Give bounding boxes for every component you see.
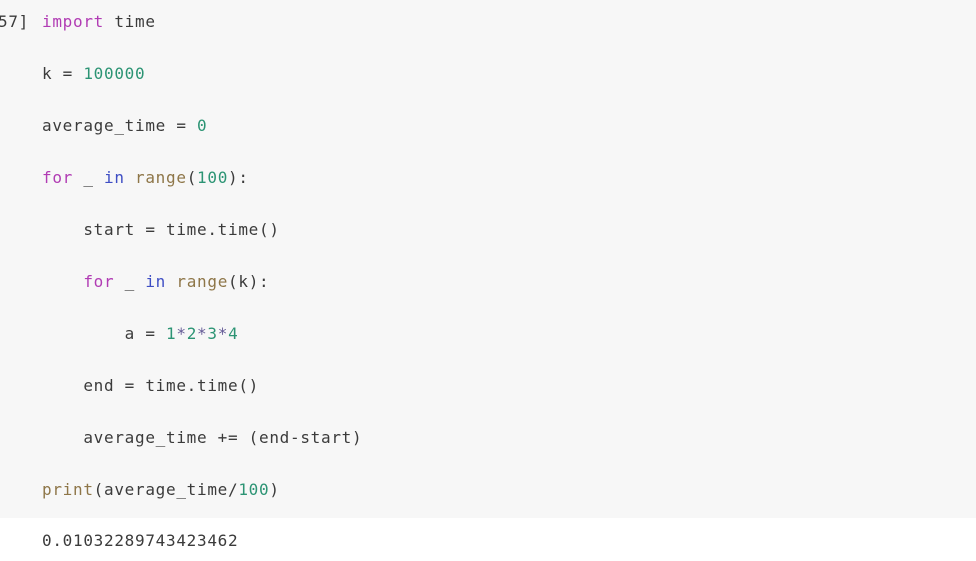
notebook-code-cell: 57] import time k = 100000 average_time …: [0, 9, 976, 503]
code-token-kw: import: [42, 12, 104, 31]
code-token-pl: _: [114, 272, 146, 291]
code-line[interactable]: [42, 295, 976, 321]
code-line[interactable]: [42, 87, 976, 113]
code-token-kw2: in: [104, 168, 125, 187]
code-line[interactable]: [42, 347, 976, 373]
code-token-pl: start = time.time(): [42, 220, 280, 239]
code-line[interactable]: k = 100000: [42, 61, 976, 87]
code-line[interactable]: [42, 451, 976, 477]
code-token-kw: for: [42, 168, 73, 187]
code-token-num: 100: [238, 480, 270, 499]
code-token-pl: [125, 168, 135, 187]
code-token-pl: average_time =: [42, 116, 197, 135]
code-token-op: *: [197, 324, 208, 343]
code-token-bi: range: [176, 272, 229, 291]
code-token-pl: time: [104, 12, 156, 31]
code-token-num: 4: [228, 324, 239, 343]
code-token-pl: _: [73, 168, 104, 187]
code-token-num: 0: [197, 116, 208, 135]
code-token-pl: end = time.time(): [42, 376, 259, 395]
code-token-kw: for: [83, 272, 115, 291]
code-token-pl: k =: [42, 64, 84, 83]
code-line[interactable]: print(average_time/100): [42, 477, 976, 503]
code-token-num: 100000: [83, 64, 146, 83]
code-line[interactable]: average_time += (end-start): [42, 425, 976, 451]
code-token-pl: ):: [228, 168, 249, 187]
code-line[interactable]: import time: [42, 9, 976, 35]
code-line[interactable]: [42, 35, 976, 61]
code-line[interactable]: [42, 243, 976, 269]
execution-count-label: 57]: [0, 12, 29, 31]
code-token-pl: [42, 272, 83, 291]
cell-output-area: 0.01032289743423462: [0, 518, 976, 561]
code-token-bi: range: [135, 168, 187, 187]
code-line[interactable]: for _ in range(k):: [42, 269, 976, 295]
code-token-bi: print: [42, 480, 94, 499]
code-token-pl: (k):: [228, 272, 270, 291]
code-line[interactable]: average_time = 0: [42, 113, 976, 139]
code-token-op: *: [217, 324, 229, 343]
code-token-num: 1: [166, 324, 177, 343]
code-line[interactable]: [42, 399, 976, 425]
code-token-pl: a =: [42, 324, 166, 343]
code-line[interactable]: [42, 139, 976, 165]
code-token-pl: ): [269, 480, 280, 499]
code-line[interactable]: end = time.time(): [42, 373, 976, 399]
code-token-kw2: in: [145, 272, 167, 291]
code-token-num: 100: [197, 168, 229, 187]
code-editor[interactable]: import time k = 100000 average_time = 0 …: [42, 9, 976, 503]
code-token-num: 3: [207, 324, 218, 343]
code-token-pl: (: [186, 168, 198, 187]
output-text: 0.01032289743423462: [42, 531, 239, 550]
code-token-pl: (average_time/: [93, 480, 239, 499]
code-token-num: 2: [186, 324, 198, 343]
code-token-pl: average_time += (end-start): [42, 428, 363, 447]
code-token-op: *: [176, 324, 187, 343]
code-line[interactable]: a = 1*2*3*4: [42, 321, 976, 347]
code-token-pl: [166, 272, 176, 291]
code-line[interactable]: for _ in range(100):: [42, 165, 976, 191]
code-line[interactable]: [42, 191, 976, 217]
code-line[interactable]: start = time.time(): [42, 217, 976, 243]
